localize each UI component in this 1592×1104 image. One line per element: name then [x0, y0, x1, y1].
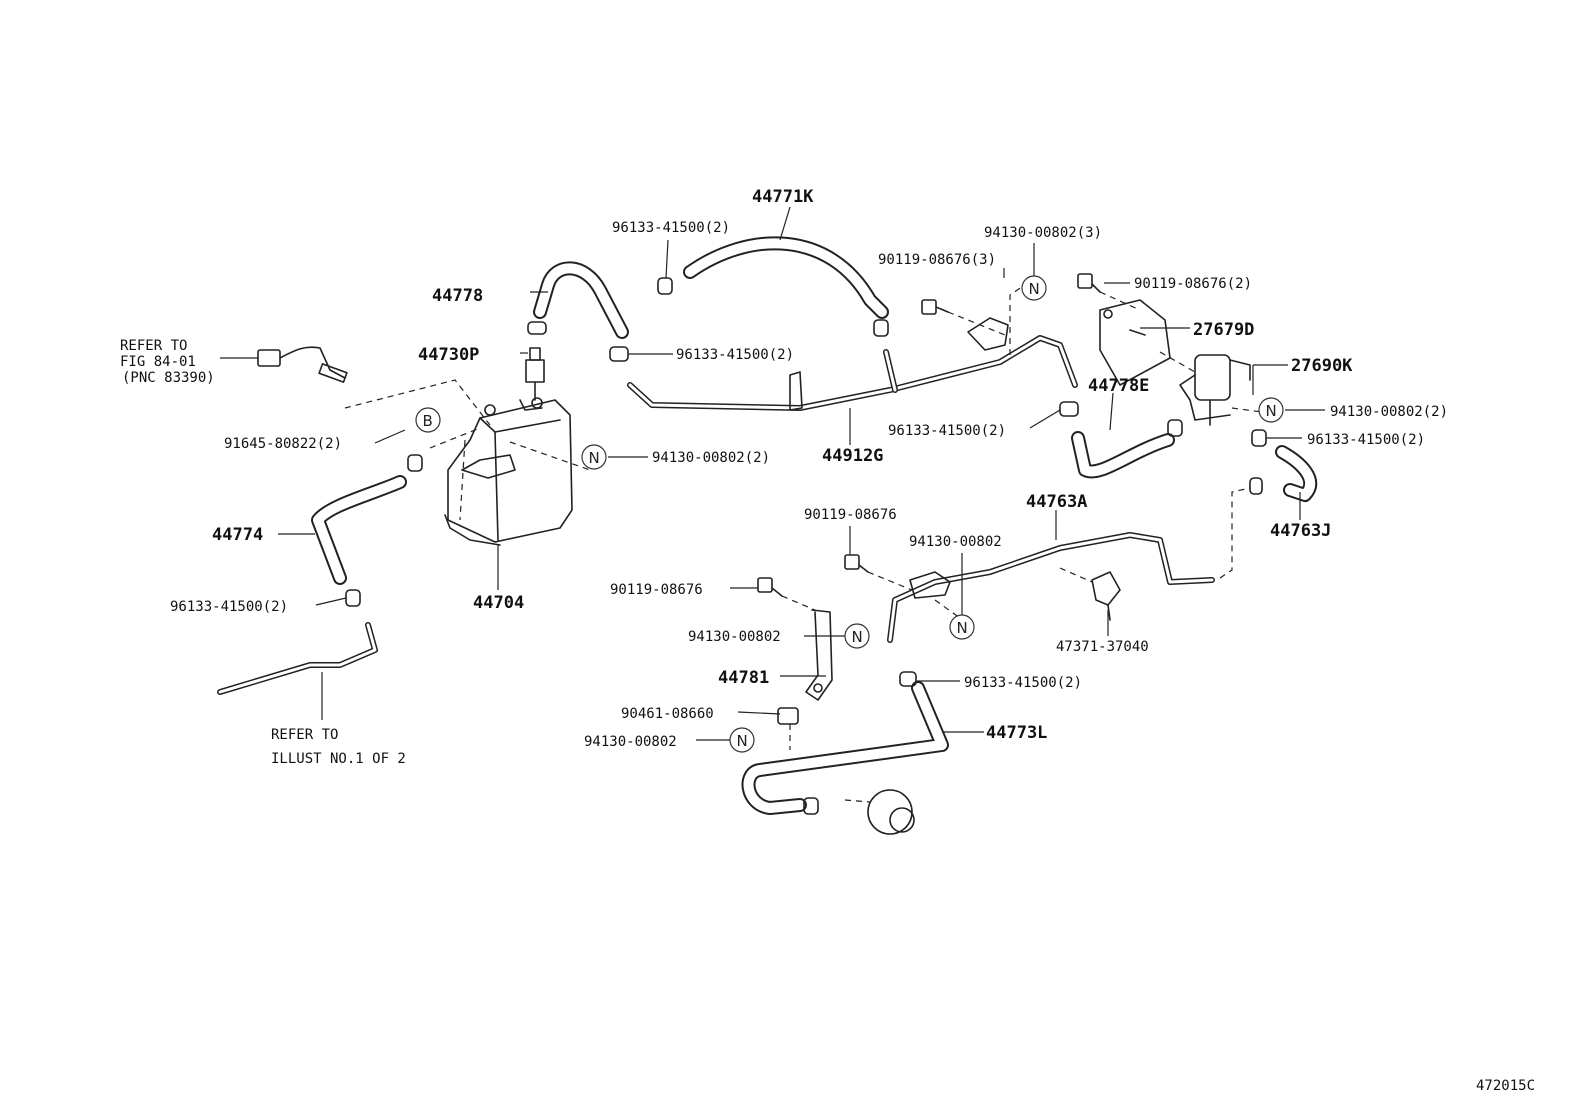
label-96133-41500-2-top: 96133-41500(2) [612, 220, 730, 236]
note-refer-illust-line2: ILLUST NO.1 OF 2 [271, 751, 406, 767]
bolt-90119-08676-2 [1077, 273, 1101, 293]
label-90119-08676-single: 90119-08676 [804, 507, 897, 523]
label-27690K: 27690K [1291, 356, 1353, 376]
label-90461-08660: 90461-08660 [621, 706, 714, 722]
canister-44704 [444, 397, 573, 546]
label-44763A: 44763A [1026, 492, 1087, 512]
pipe-bracket-mid [789, 371, 803, 411]
label-44771K: 44771K [752, 187, 814, 207]
label-44778E: 44778E [1088, 376, 1149, 396]
label-90119-08676-2: 90119-08676(2) [1134, 276, 1252, 292]
label-94130-00802-2-center: 94130-00802(2) [652, 450, 770, 466]
label-91645-80822-2: 91645-80822(2) [224, 436, 342, 452]
label-94130-00802-lower: 94130-00802 [688, 629, 781, 645]
clamp-47371-37040 [1091, 571, 1121, 621]
pipe-lower-left [217, 622, 378, 695]
symbol-n-upper: N [949, 614, 975, 640]
note-refer-fig-line3: (PNC 83390) [122, 370, 215, 386]
label-27679D: 27679D [1193, 320, 1254, 340]
label-94130-00802-2-right: 94130-00802(2) [1330, 404, 1448, 420]
vsv-27690K [1179, 354, 1251, 426]
symbol-n-lower: N [844, 623, 870, 649]
label-44763J: 44763J [1270, 521, 1331, 541]
clip-90461-08660 [777, 707, 799, 725]
symbol-b: B [415, 407, 441, 433]
note-refer-illust-line1: REFER TO [271, 727, 338, 743]
label-96133-41500-2-bottom: 96133-41500(2) [964, 675, 1082, 691]
label-96133-41500-2-center: 96133-41500(2) [888, 423, 1006, 439]
svg-text:N: N [1029, 280, 1040, 298]
svg-text:N: N [589, 449, 600, 467]
label-44778: 44778 [432, 286, 483, 306]
label-94130-00802-3: 94130-00802(3) [984, 225, 1102, 241]
sensor-connector [257, 346, 348, 383]
bolt-90119-08676-lower [757, 577, 783, 597]
symbol-n-3: N [1021, 275, 1047, 301]
hose-44774 [311, 475, 407, 585]
label-94130-00802-upper: 94130-00802 [909, 534, 1002, 550]
note-refer-fig-line1: REFER TO [120, 338, 187, 354]
dashed-lines [344, 279, 1263, 750]
pipe-44763A [887, 532, 1215, 643]
symbol-n-center: N [581, 444, 607, 470]
bracket-27679D [1099, 299, 1171, 386]
label-44781: 44781 [718, 668, 769, 688]
label-44773L: 44773L [986, 723, 1047, 743]
label-44912G: 44912G [822, 446, 883, 466]
svg-text:N: N [737, 732, 748, 750]
hose-clamps [345, 277, 1267, 815]
label-94130-00802-bottom: 94130-00802 [584, 734, 677, 750]
svg-text:B: B [423, 412, 433, 430]
symbol-n-bottom: N [729, 727, 755, 753]
hose-44773L [741, 681, 949, 815]
svg-text:N: N [852, 628, 863, 646]
label-47371-37040: 47371-37040 [1056, 639, 1149, 655]
leader-lines [220, 206, 1325, 741]
svg-text:N: N [1266, 402, 1277, 420]
symbol-n-right: N [1258, 397, 1284, 423]
label-90119-08676-lower: 90119-08676 [610, 582, 703, 598]
pipe-bracket-right [967, 317, 1009, 351]
bolt-90119-08676-single [844, 554, 869, 573]
bolt-90119-08676-3 [921, 299, 949, 315]
note-refer-fig-line2: FIG 84-01 [120, 354, 196, 370]
label-44730P: 44730P [418, 345, 479, 365]
label-96133-41500-2-mid: 96133-41500(2) [676, 347, 794, 363]
pipe-44912G [627, 335, 1078, 411]
label-96133-41500-2-right: 96133-41500(2) [1307, 432, 1425, 448]
hose-44778 [533, 261, 629, 339]
valve-44730P [525, 347, 545, 401]
hose-44763J [1275, 445, 1318, 502]
hose-44778E [1071, 431, 1175, 479]
hose-44771K [683, 236, 889, 319]
figure-code: 472015C [1476, 1078, 1535, 1094]
svg-text:N: N [957, 619, 968, 637]
bracket-44781 [805, 609, 833, 701]
pipe-bracket-lower [909, 571, 951, 599]
label-96133-41500-2-left: 96133-41500(2) [170, 599, 288, 615]
label-90119-08676-3: 90119-08676(3) [878, 252, 996, 268]
damper-part [844, 789, 915, 835]
label-44774: 44774 [212, 525, 263, 545]
label-44704: 44704 [473, 593, 524, 613]
